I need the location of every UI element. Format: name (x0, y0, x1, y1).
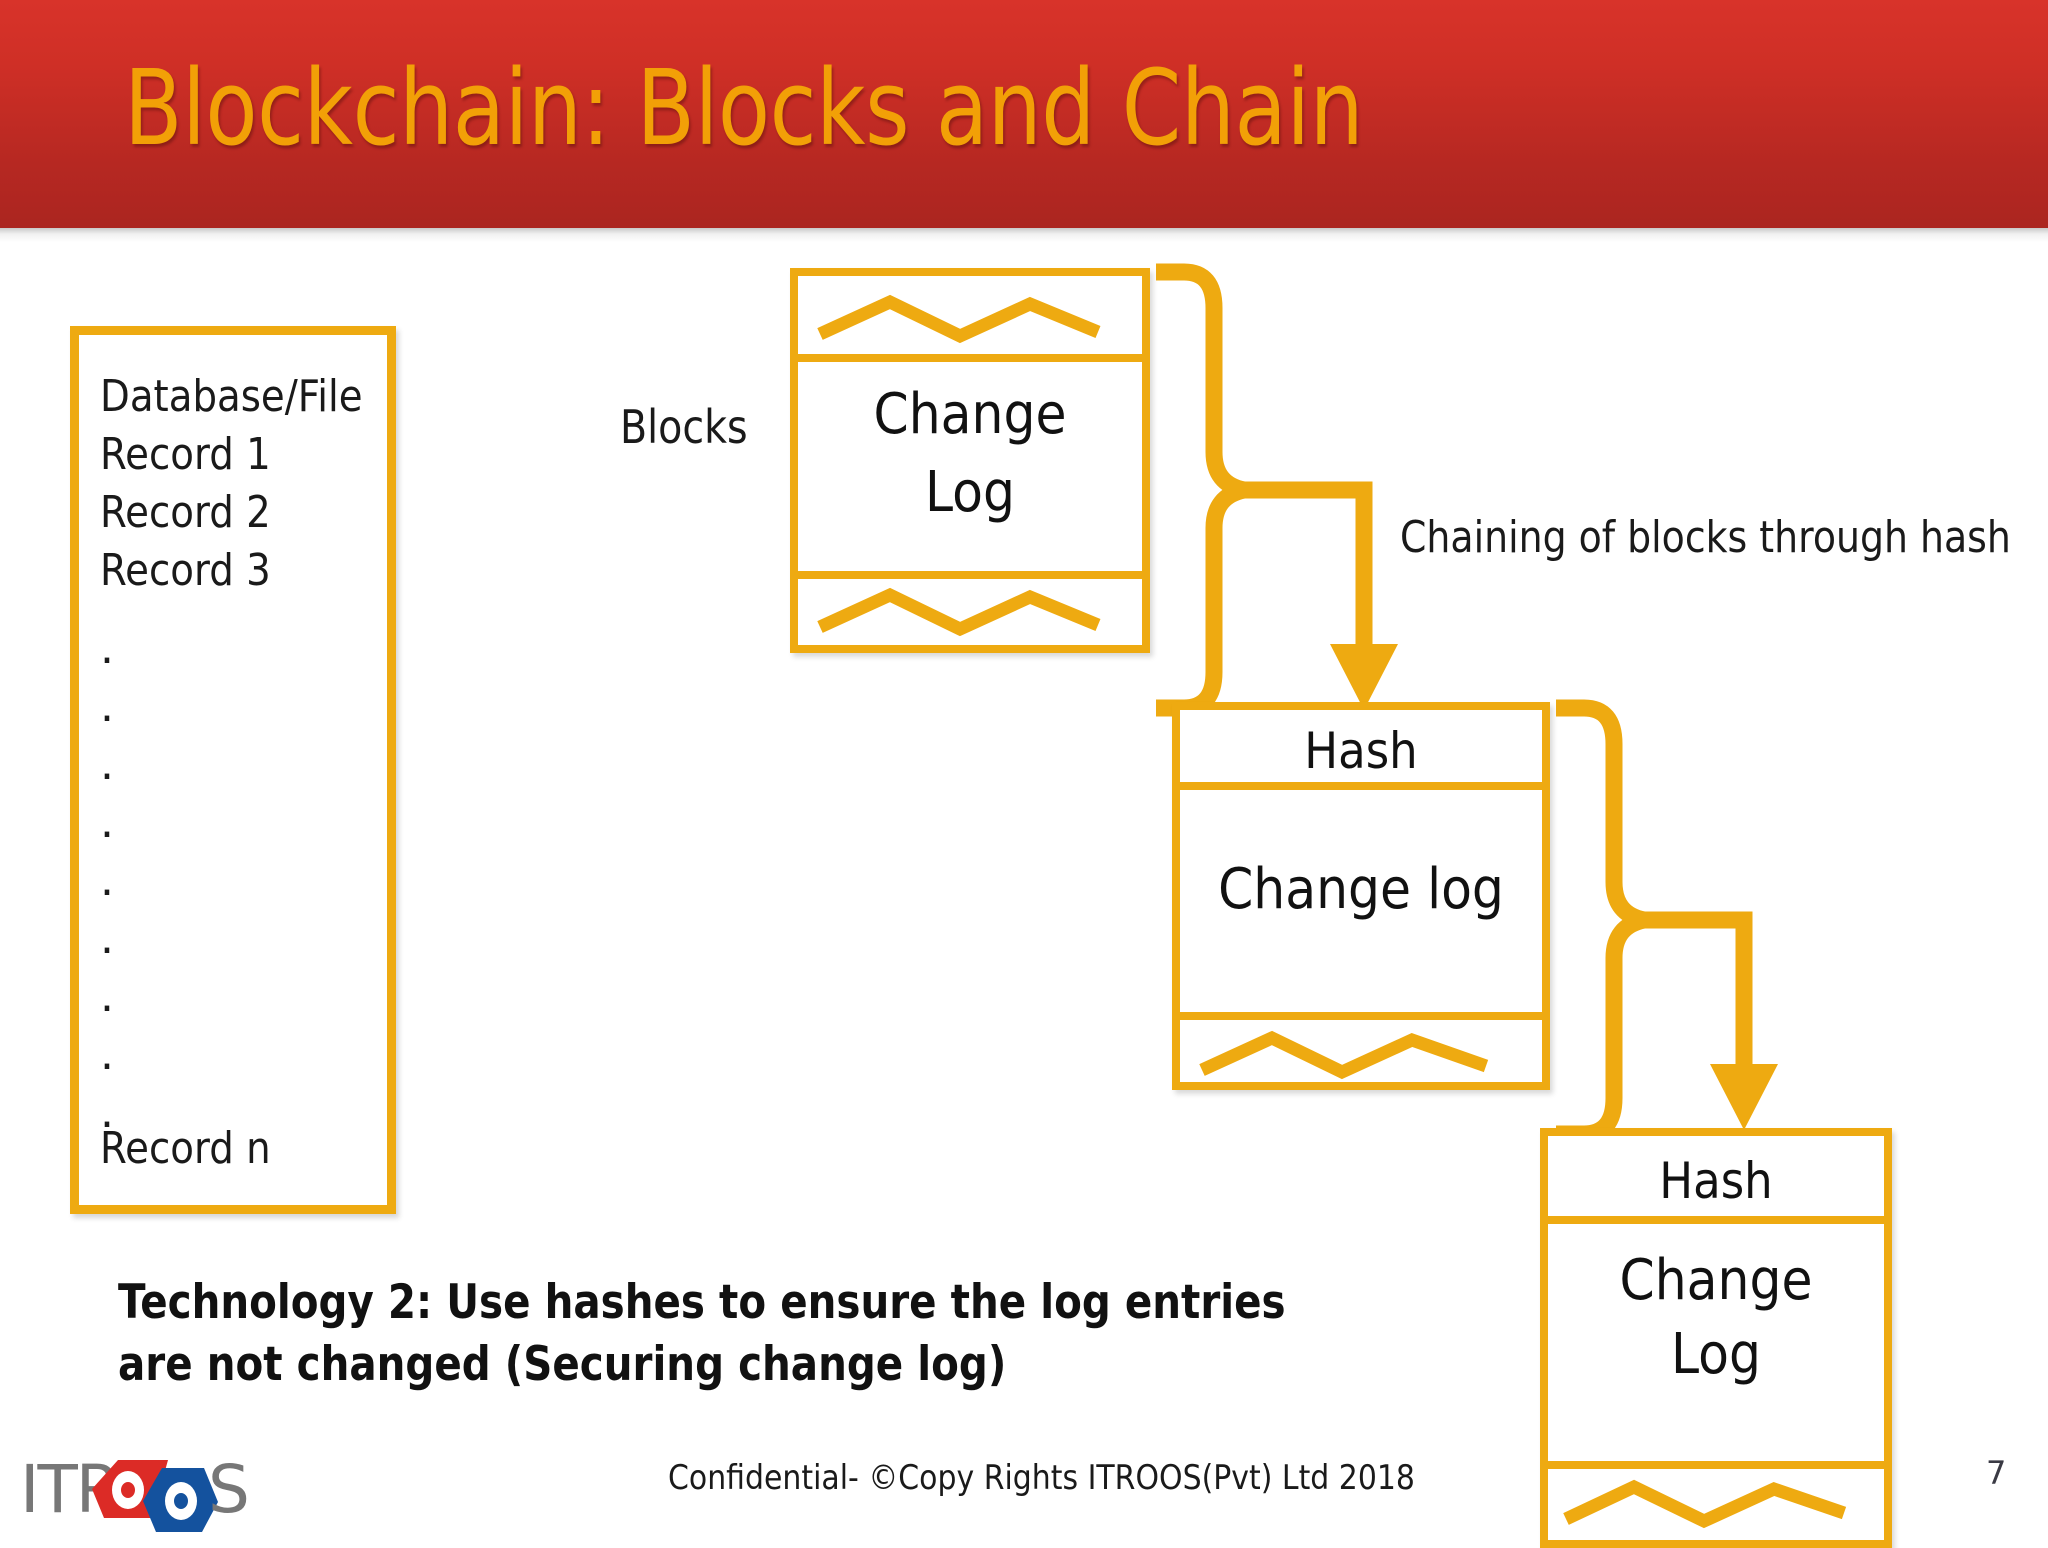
block-divider (798, 571, 1142, 579)
chaining-caption: Chaining of blocks through hash (1400, 512, 2011, 563)
technology-note: Technology 2: Use hashes to ensure the l… (118, 1272, 1288, 1396)
record-row-3: Record 3 (100, 545, 271, 596)
record-row-1: Record 1 (100, 429, 271, 480)
chain-arrow-shaft (1244, 481, 1373, 650)
database-heading: Database/File (100, 371, 363, 422)
blocks-label: Blocks (620, 400, 748, 454)
block-divider (1180, 1012, 1542, 1020)
block-3-hash-label: Hash (1659, 1152, 1773, 1210)
logo-text-s: S (208, 1451, 250, 1528)
curly-brace-icon (1156, 263, 1253, 717)
chain-connector-2 (1556, 699, 1778, 1143)
block-divider (798, 354, 1142, 362)
hash-zigzag-icon (817, 587, 1101, 637)
hash-zigzag-icon (1563, 1479, 1847, 1529)
technology-note-line2: are not changed (Securing change log) (118, 1337, 1007, 1392)
ellipsis-dot: . (100, 855, 114, 906)
ellipsis-dot: . (100, 681, 114, 732)
hash-zigzag-icon (1199, 1030, 1489, 1080)
database-record-list: Database/File Record 1 Record 2 Record 3 (100, 368, 364, 600)
record-row-last: Record n (100, 1123, 271, 1174)
block-1: Change Log (790, 268, 1150, 653)
chain-arrowhead-icon (1330, 644, 1398, 710)
logo-blue-ring-inner (174, 1493, 188, 1509)
block-3-body-line2: Log (1670, 1322, 1762, 1387)
block-3: Hash Change Log (1540, 1128, 1892, 1548)
ellipsis-dot: . (100, 1029, 114, 1080)
ellipsis-dot: . (100, 1087, 114, 1138)
block-divider (1548, 1461, 1884, 1469)
record-ellipsis-dots: . . . . . . . . . (100, 620, 180, 1142)
database-file-box (70, 326, 396, 1214)
ellipsis-dot: . (100, 623, 114, 674)
ellipsis-dot: . (100, 797, 114, 848)
page-title: Blockchain: Blocks and Chain (124, 47, 1364, 169)
block-1-body-line1: Change (873, 382, 1067, 447)
block-3-body-line1: Change (1619, 1248, 1813, 1313)
block-1-body: Change Log (815, 376, 1125, 532)
chain-arrow-shaft (1644, 911, 1753, 1070)
hash-zigzag-icon (817, 294, 1101, 344)
technology-note-line1: Technology 2: Use hashes to ensure the l… (118, 1275, 1286, 1330)
block-2-body: Change log (1218, 857, 1504, 922)
itroos-logo: ITR S (20, 1451, 250, 1532)
block-2-hash-label: Hash (1304, 722, 1418, 780)
ellipsis-dot: . (100, 739, 114, 790)
block-1-body-line2: Log (924, 460, 1016, 525)
chain-arrowhead-icon (1710, 1064, 1778, 1130)
curly-brace-icon (1556, 699, 1653, 1143)
logo-red-ring-inner (121, 1482, 135, 1498)
title-banner: Blockchain: Blocks and Chain (0, 0, 2048, 242)
page-number: 7 (1986, 1454, 2007, 1492)
ellipsis-dot: . (100, 971, 114, 1022)
record-row-2: Record 2 (100, 487, 271, 538)
chain-connector-1 (1156, 263, 1398, 717)
block-divider (1180, 782, 1542, 790)
footer-confidential-text: Confidential- ©Copy Rights ITROOS(Pvt) L… (668, 1458, 1415, 1498)
ellipsis-dot: . (100, 913, 114, 964)
block-divider (1548, 1216, 1884, 1224)
block-2: Hash Change log (1172, 702, 1550, 1090)
block-3-body: Change Log (1565, 1244, 1867, 1392)
